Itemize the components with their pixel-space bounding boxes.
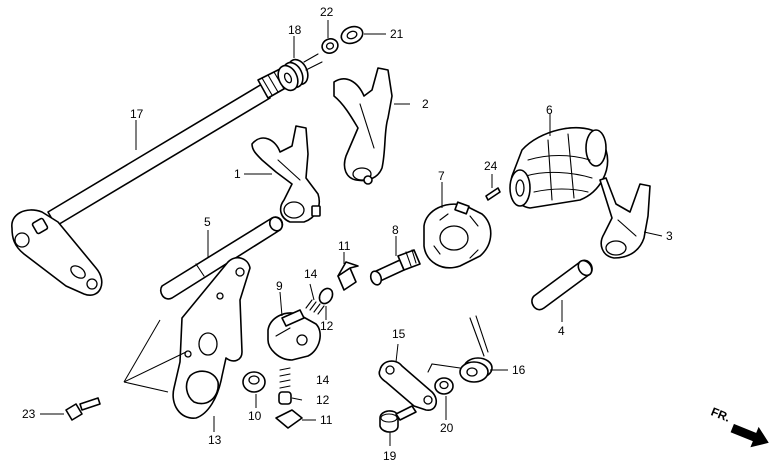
callout-11-lower: 11 [320, 413, 333, 427]
callout-1: 1 [234, 167, 241, 181]
part-7-drum-center [423, 201, 492, 269]
part-23-bolt [65, 397, 101, 421]
callout-5: 5 [204, 215, 211, 229]
leader-lines [40, 20, 663, 446]
part-20-collar [434, 377, 454, 395]
callout-12-upper: 12 [320, 319, 334, 333]
callout-14-lower: 14 [316, 373, 330, 387]
part-9-stopper-arm [267, 309, 321, 361]
part-15-stopper-arm [378, 360, 438, 411]
part-11-plug-upper [337, 261, 359, 291]
callout-22: 22 [320, 5, 334, 19]
callout-8: 8 [392, 223, 399, 237]
callout-11-upper: 11 [338, 239, 351, 253]
callout-13: 13 [208, 433, 222, 447]
part-22-collar [321, 38, 339, 54]
callout-6: 6 [546, 103, 553, 117]
part-2-shift-fork [333, 67, 393, 185]
front-direction-arrow-icon [730, 423, 769, 448]
front-direction-indicator: FR. [709, 405, 769, 448]
callout-19: 19 [383, 449, 397, 463]
part-6-shift-drum [509, 126, 609, 209]
callout-18: 18 [288, 23, 302, 37]
callout-23: 23 [22, 407, 36, 421]
callout-17: 17 [130, 107, 144, 121]
callout-4: 4 [558, 324, 565, 338]
part-5-fork-shaft [159, 216, 284, 300]
part-17-gearshift-spindle [11, 65, 297, 296]
callout-10: 10 [248, 409, 262, 423]
part-11-plug-lower [275, 409, 303, 429]
part-19-bolt [379, 405, 417, 433]
callout-15: 15 [392, 327, 406, 341]
part-1-shift-fork [251, 125, 321, 223]
callout-21: 21 [390, 27, 404, 41]
callout-24: 24 [484, 159, 498, 173]
part-14-spring-lower [279, 367, 291, 389]
part-21-washer [340, 25, 364, 45]
part-4-fork-shaft [531, 259, 593, 311]
part-16-arm-spring [427, 315, 493, 383]
front-direction-label: FR. [709, 405, 732, 425]
part-12-pin-upper [318, 287, 334, 305]
callout-labels: 1 2 3 4 5 6 7 8 9 10 11 11 12 12 13 14 1… [22, 5, 673, 463]
callout-2: 2 [422, 97, 429, 111]
part-18-return-spring [277, 53, 323, 92]
part-12-pin-lower [278, 391, 292, 405]
part-24-dowel-pin [485, 187, 501, 201]
callout-3: 3 [666, 229, 673, 243]
part-8-special-bolt [369, 249, 421, 286]
part-14-spring-upper [305, 299, 325, 315]
part-3-shift-fork [599, 177, 651, 259]
callout-9: 9 [276, 279, 283, 293]
callout-14-upper: 14 [304, 267, 318, 281]
callout-7: 7 [438, 169, 445, 183]
callout-16: 16 [512, 363, 526, 377]
part-10-collar [242, 371, 266, 393]
callout-12-lower: 12 [316, 393, 330, 407]
part-13-stopper-plate [172, 256, 251, 419]
callout-20: 20 [440, 421, 454, 435]
